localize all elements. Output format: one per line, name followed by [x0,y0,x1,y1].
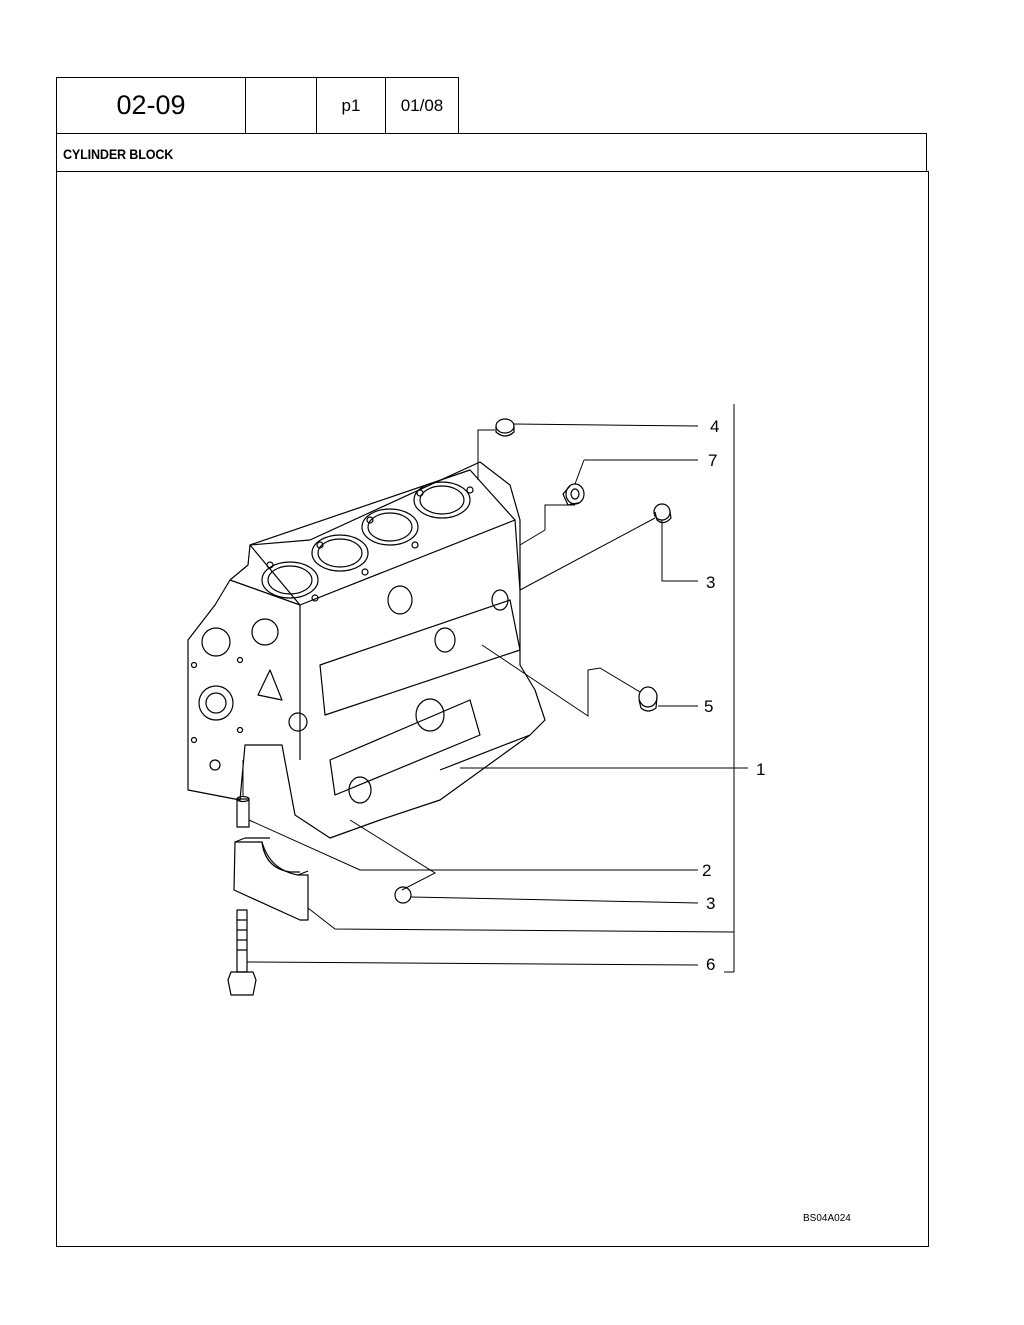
callout-5: 5 [704,697,713,716]
callout-4: 4 [710,417,719,436]
blank-cell [245,77,317,134]
block-outline [187,461,546,839]
title-bar: CYLINDER BLOCK [56,133,927,171]
bearing-cap [233,841,309,921]
page-title: CYLINDER BLOCK [63,146,174,162]
callout-2: 2 [702,861,711,880]
section-code: 02-09 [56,77,246,134]
drawing-code: BS04A024 [803,1213,851,1224]
callout-1: 1 [756,760,765,779]
callout-7: 7 [708,451,717,470]
callout-3-upper: 3 [706,573,715,592]
callout-3-lower: 3 [706,894,715,913]
callout-6: 6 [706,955,715,974]
revision-date: 01/08 [385,77,459,134]
drawing-frame [56,171,929,1247]
